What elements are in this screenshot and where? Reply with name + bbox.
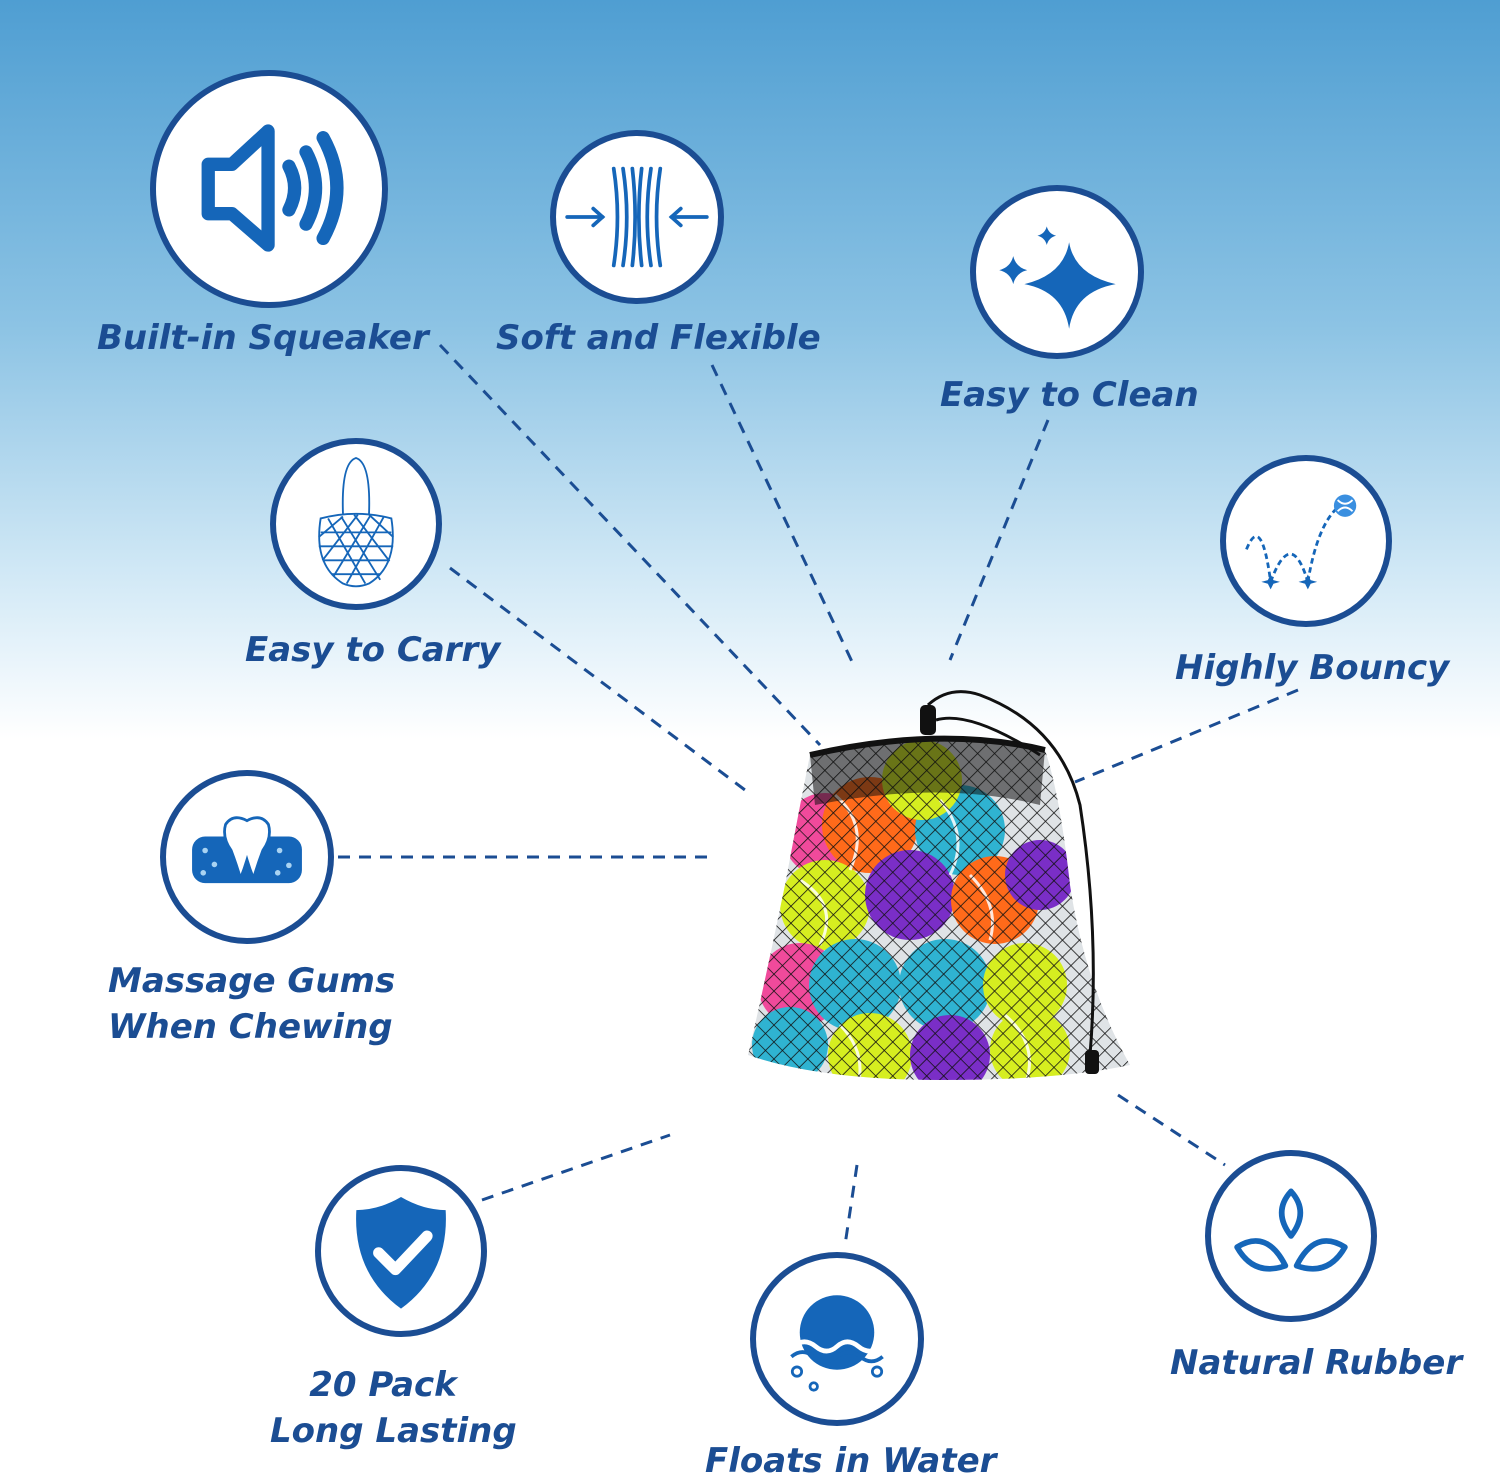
feature-label-carry: Easy to Carry <box>245 630 501 670</box>
connector-pack <box>481 1133 671 1202</box>
connector-flexible <box>710 364 857 669</box>
shield-check-icon <box>356 1197 446 1309</box>
feature-label-rubber: Natural Rubber <box>1170 1343 1463 1383</box>
feature-label-floats: Floats in Water <box>705 1441 997 1481</box>
feature-label-bouncy: Highly Bouncy <box>1175 648 1450 688</box>
gums-badge <box>160 770 334 944</box>
squeaker-badge <box>150 70 388 308</box>
pack-badge <box>315 1165 487 1337</box>
tooth-icon <box>192 816 302 884</box>
sparkle-icon <box>999 226 1116 329</box>
feature-label-clean: Easy to Clean <box>940 375 1199 415</box>
connector-carry <box>449 566 746 792</box>
connector-floats <box>843 1164 859 1246</box>
floats-badge <box>750 1252 924 1426</box>
bouncy-badge <box>1220 455 1392 627</box>
connector-rubber <box>1117 1093 1226 1167</box>
clean-badge <box>970 185 1144 359</box>
carry-badge <box>270 438 442 610</box>
bouncing-ball-icon <box>1245 494 1357 590</box>
feature-label-pack: 20 Pack Long Lasting <box>270 1362 517 1454</box>
feature-label-gums-line1: Massage Gums <box>108 961 396 1001</box>
water-ball-icon <box>790 1295 884 1392</box>
mesh-bag-icon <box>318 456 394 588</box>
leaves-icon <box>1234 1188 1348 1272</box>
connector-clean <box>948 419 1050 661</box>
feature-label-gums: Massage Gums When Chewing <box>108 958 395 1050</box>
flexible-badge <box>550 130 724 304</box>
compress-icon <box>565 166 709 268</box>
rubber-badge <box>1205 1150 1377 1322</box>
product-image <box>748 690 1130 1081</box>
feature-label-pack-line2: Long Lasting <box>270 1411 517 1451</box>
feature-label-pack-line1: 20 Pack <box>309 1365 457 1405</box>
feature-label-squeaker: Built-in Squeaker <box>97 318 429 358</box>
feature-label-flexible: Soft and Flexible <box>496 318 821 358</box>
connector-squeaker <box>438 343 822 747</box>
speaker-icon <box>201 124 344 252</box>
feature-label-gums-line2: When Chewing <box>108 1007 393 1047</box>
